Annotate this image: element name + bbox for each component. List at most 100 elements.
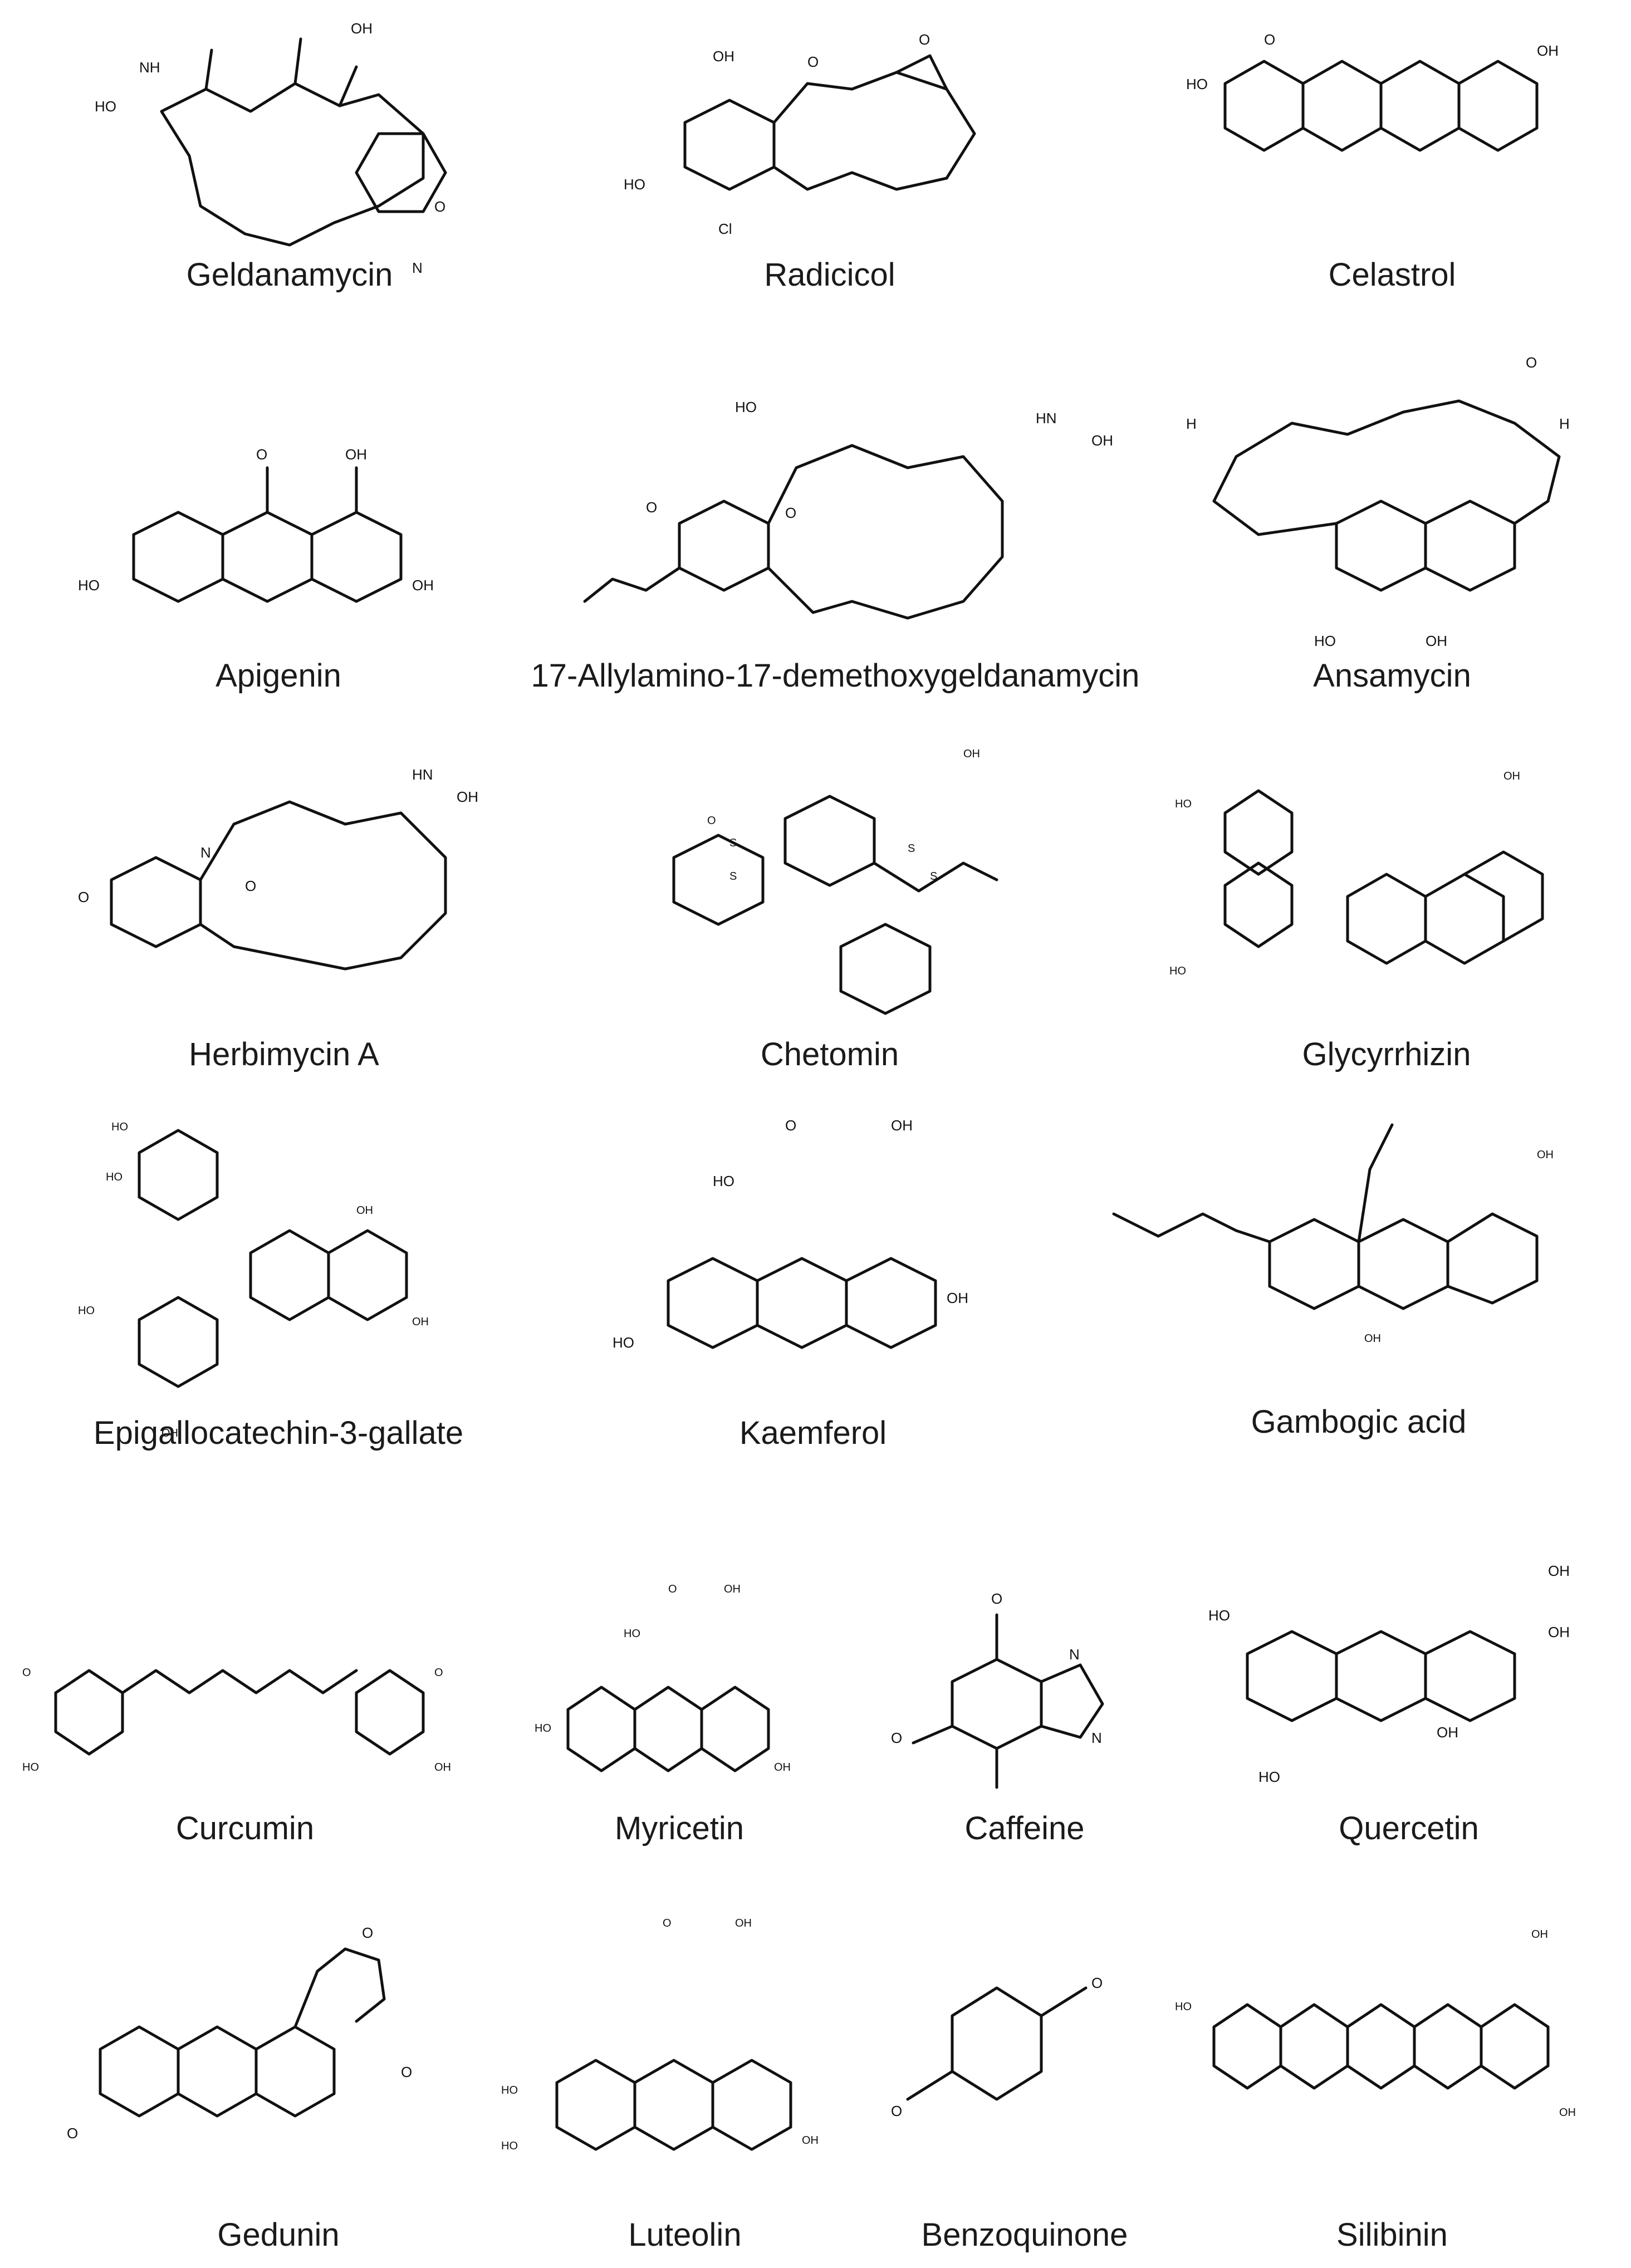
svg-text:OH: OH: [412, 577, 434, 594]
svg-text:S: S: [930, 870, 937, 883]
compound-name: Celastrol: [1328, 257, 1456, 293]
compound-gambogic-acid: OH OH Gambogic acid: [1103, 1103, 1615, 1470]
svg-text:OH: OH: [1548, 1562, 1570, 1579]
svg-text:O: O: [434, 198, 445, 215]
svg-text:Cl: Cl: [718, 221, 732, 237]
svg-text:OH: OH: [713, 48, 734, 65]
compound-luteolin: O OH OH HO HO Luteolin: [490, 1904, 880, 2261]
compound-name: Gedunin: [217, 2217, 340, 2253]
svg-text:O: O: [256, 446, 267, 463]
svg-text:HO: HO: [95, 98, 116, 115]
apigenin-structure: O OH OH HO: [78, 446, 434, 603]
svg-text:HN: HN: [1036, 410, 1057, 427]
compound-name: Benzoquinone: [921, 2217, 1128, 2253]
compound-radicicol: OH HO Cl O O Radicicol: [618, 22, 1041, 301]
curcumin-structure: O HO OH O: [22, 1667, 451, 1774]
svg-text:OH: OH: [724, 1583, 741, 1595]
compound-name: Kaemferol: [739, 1415, 887, 1451]
svg-text:HO: HO: [735, 399, 757, 415]
compound-glycyrrhizin: HO OH HO Glycyrrhizin: [1158, 735, 1615, 1091]
compound-name: Chetomin: [760, 1036, 899, 1072]
svg-text:OH: OH: [963, 748, 980, 760]
svg-text:O: O: [891, 2103, 902, 2119]
luteolin-structure: O OH OH HO HO: [501, 1917, 819, 2152]
svg-text:OH: OH: [774, 1761, 791, 1774]
svg-text:HO: HO: [1186, 76, 1208, 92]
svg-text:HO: HO: [111, 1121, 128, 1133]
svg-text:HO: HO: [501, 2140, 518, 2152]
svg-text:S: S: [729, 870, 737, 883]
svg-text:HO: HO: [624, 176, 645, 193]
svg-text:HO: HO: [106, 1171, 123, 1183]
svg-text:HO: HO: [1169, 965, 1186, 977]
svg-text:OH: OH: [802, 2134, 819, 2147]
compound-silibinin: HO OH OH Silibinin: [1169, 1904, 1615, 2261]
svg-text:HO: HO: [1175, 2001, 1192, 2013]
compound-egcg: HO HO OH OH HO OH Epigallocatechin-3-gal…: [67, 1103, 490, 1470]
compound-gedunin: O O O Gedunin: [56, 1904, 501, 2261]
compound-name: Curcumin: [175, 1810, 315, 1846]
benzoquinone-structure: O O: [891, 1975, 1103, 2119]
svg-text:O: O: [646, 499, 657, 516]
svg-text:HO: HO: [78, 577, 100, 594]
svg-text:OH: OH: [1559, 2107, 1576, 2119]
svg-text:OH: OH: [457, 788, 478, 805]
compound-myricetin: O OH HO OH HO Myricetin: [523, 1570, 835, 1871]
svg-text:H: H: [1186, 415, 1197, 432]
svg-text:OH: OH: [1364, 1333, 1381, 1345]
compound-name: Caffeine: [964, 1810, 1085, 1846]
svg-text:S: S: [908, 842, 915, 855]
svg-text:OH: OH: [1091, 432, 1113, 449]
svg-text:OH: OH: [1503, 770, 1520, 782]
myricetin-structure: O OH HO OH HO: [535, 1583, 791, 1774]
svg-text:S: S: [729, 837, 737, 849]
svg-text:N: N: [1091, 1730, 1102, 1746]
svg-text:HO: HO: [1314, 633, 1336, 649]
svg-text:O: O: [1264, 31, 1275, 48]
egcg-structure: HO HO OH OH HO OH: [78, 1121, 429, 1439]
svg-text:N: N: [200, 844, 211, 861]
caffeine-structure: O N N O: [891, 1590, 1104, 1789]
compound-name: Herbimycin A: [189, 1036, 379, 1072]
svg-text:OH: OH: [351, 20, 373, 37]
compound-ansamycin: H H HO OH O Ansamycin: [1169, 312, 1615, 713]
svg-text:OH: OH: [1437, 1724, 1458, 1741]
kaemferol-structure: O HO OH OH HO: [613, 1117, 968, 1351]
svg-text:N: N: [1069, 1646, 1080, 1663]
svg-text:OH: OH: [356, 1204, 373, 1217]
svg-text:O: O: [434, 1667, 443, 1679]
compound-herbimycin-a: O N HN OH O Herbimycin A: [67, 735, 501, 1091]
compound-kaemferol: O HO OH OH HO Kaemferol: [601, 1103, 1025, 1470]
compound-chetomin: O S S S S OH Chetomin: [618, 735, 1041, 1091]
svg-text:H: H: [1559, 415, 1570, 432]
svg-text:HO: HO: [1208, 1607, 1230, 1624]
svg-text:HO: HO: [78, 1305, 95, 1317]
svg-text:O: O: [785, 504, 796, 521]
compound-name: Gambogic acid: [1251, 1404, 1467, 1440]
svg-text:OH: OH: [412, 1316, 429, 1328]
svg-text:O: O: [401, 2064, 412, 2080]
svg-text:O: O: [785, 1117, 796, 1134]
17aag-structure: HO HN OH O O: [583, 399, 1113, 620]
svg-text:HO: HO: [22, 1761, 39, 1774]
svg-text:O: O: [22, 1667, 31, 1679]
svg-text:NH: NH: [139, 59, 160, 76]
svg-text:OH: OH: [735, 1917, 752, 1929]
svg-text:O: O: [78, 889, 89, 905]
quercetin-structure: HO OH OH OH HO: [1208, 1562, 1570, 1785]
svg-text:O: O: [67, 2125, 78, 2142]
compound-name: Quercetin: [1339, 1810, 1479, 1846]
svg-text:HN: HN: [412, 766, 433, 783]
gambogic-acid-structure: OH OH: [1112, 1123, 1554, 1345]
svg-text:OH: OH: [1426, 633, 1447, 649]
compound-caffeine: O N N O Caffeine: [869, 1570, 1181, 1871]
svg-text:O: O: [707, 815, 716, 827]
ansamycin-structure: H H HO OH O: [1186, 354, 1570, 649]
svg-text:O: O: [807, 53, 819, 70]
svg-text:O: O: [1091, 1975, 1103, 1991]
svg-text:OH: OH: [1537, 42, 1559, 59]
compound-name: Epigallocatechin-3-gallate: [93, 1415, 464, 1451]
compound-celastrol: O HO OH Celastrol: [1181, 22, 1604, 301]
compound-apigenin: O OH OH HO Apigenin: [67, 356, 490, 713]
